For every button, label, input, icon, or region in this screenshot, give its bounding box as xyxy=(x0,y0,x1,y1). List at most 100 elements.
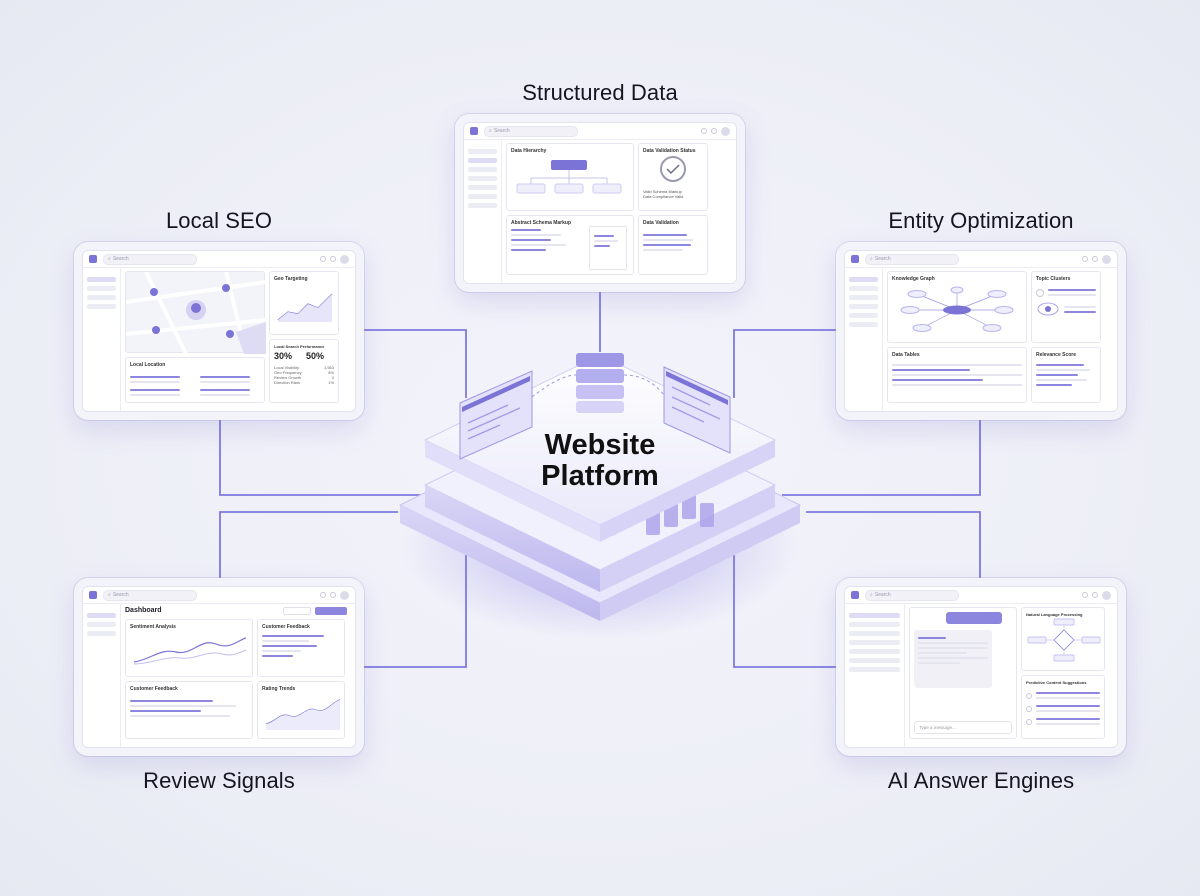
rating-trend-chart xyxy=(265,699,341,730)
bell-icon[interactable] xyxy=(330,256,336,262)
chat-input[interactable]: Type a message... xyxy=(914,721,1012,734)
panel-title: Data Tables xyxy=(892,352,920,358)
sidebar xyxy=(464,139,502,283)
avatar[interactable] xyxy=(340,254,349,264)
search-input[interactable]: ⌕Search xyxy=(484,125,578,137)
bell-icon[interactable] xyxy=(1092,256,1098,262)
wire-local-seo-1 xyxy=(350,329,467,398)
map-graphic xyxy=(125,271,267,355)
bell-icon[interactable] xyxy=(1092,592,1098,598)
customer-feedback-panel: Customer Feedback xyxy=(257,619,345,677)
ai-response-bubble xyxy=(914,630,992,688)
search-input[interactable]: ⌕Search xyxy=(103,589,197,601)
suggestion-icon xyxy=(1026,718,1032,725)
panel-title: Sentiment Analysis xyxy=(130,624,176,630)
stat-value: 50% xyxy=(306,351,325,361)
relevance-score-panel: Relevance Score xyxy=(1031,347,1101,403)
dashboard-title: Dashboard xyxy=(125,607,162,614)
settings-icon[interactable] xyxy=(1082,592,1088,598)
hierarchy-diagram xyxy=(516,160,622,194)
rating-trends-panel: Rating Trends xyxy=(257,681,345,739)
sidebar xyxy=(83,267,121,411)
knowledge-graph-panel: Knowledge Graph xyxy=(887,271,1027,343)
metric-value: 0 xyxy=(331,375,334,380)
platform-title-line2: Platform xyxy=(541,460,659,492)
avatar[interactable] xyxy=(1102,254,1111,264)
filter-button[interactable] xyxy=(283,607,311,615)
settings-icon[interactable] xyxy=(1082,256,1088,262)
panel-title: Customer Feedback xyxy=(130,686,178,692)
sidebar xyxy=(83,603,121,747)
settings-icon[interactable] xyxy=(320,592,326,598)
avatar[interactable] xyxy=(340,590,349,600)
wire-local-seo-2 xyxy=(219,418,420,496)
app-logo-icon xyxy=(89,591,97,599)
chat-panel: Type a message... xyxy=(909,607,1017,739)
panel-title: Rating Trends xyxy=(262,686,296,692)
export-button[interactable] xyxy=(315,607,347,615)
markup-preview xyxy=(589,226,627,270)
metric-value: 1,563 xyxy=(323,365,334,370)
search-input[interactable]: ⌕Search xyxy=(865,253,959,265)
search-input[interactable]: ⌕Search xyxy=(103,253,197,265)
label-entity-optimization: Entity Optimization xyxy=(888,208,1074,233)
metric-label: Geo Frequency xyxy=(274,370,302,375)
wire-review-1 xyxy=(219,511,398,583)
suggestion-icon xyxy=(1026,705,1032,712)
structured-data-card[interactable]: ⌕Search Data Hierarchy Data Validation S… xyxy=(455,114,745,292)
local-seo-card[interactable]: ⌕Search Geo Targeting Local Search Perfo… xyxy=(74,242,364,420)
search-input[interactable]: ⌕Search xyxy=(865,589,959,601)
sidebar xyxy=(845,603,905,747)
panel-title: Relevance Score xyxy=(1036,352,1077,358)
sidebar xyxy=(845,267,883,411)
entity-optimization-card[interactable]: ⌕Search Knowledge Graph Topic Clusters D… xyxy=(836,242,1126,420)
bell-icon[interactable] xyxy=(330,592,336,598)
nlp-panel: Natural Language Processing xyxy=(1021,607,1105,671)
metric-label: Local Visibility xyxy=(274,365,300,370)
search-icon: ⌕ xyxy=(489,127,492,134)
avatar[interactable] xyxy=(1102,590,1111,600)
review-signals-card[interactable]: ⌕Search Dashboard Sentiment Analysis Cus… xyxy=(74,578,364,756)
wire-entity-2 xyxy=(782,418,981,496)
schema-markup-panel: Abstract Schema Markup xyxy=(506,215,634,275)
user-message-bubble xyxy=(946,612,1002,624)
avatar[interactable] xyxy=(721,126,730,136)
bell-icon[interactable] xyxy=(711,128,717,134)
search-placeholder: Search xyxy=(874,255,891,262)
wire-entity-1 xyxy=(733,329,850,398)
app-logo-icon xyxy=(89,255,97,263)
check-circle-icon xyxy=(660,156,686,182)
app-logo-icon xyxy=(851,591,859,599)
label-local-seo: Local SEO xyxy=(165,208,273,233)
structured-data-screen: ⌕Search Data Hierarchy Data Validation S… xyxy=(463,122,737,284)
customer-feedback-list-panel: Customer Feedback xyxy=(125,681,253,739)
panel-title: Customer Feedback xyxy=(262,624,310,630)
search-icon: ⌕ xyxy=(870,255,873,262)
search-icon: ⌕ xyxy=(108,255,111,262)
platform-title: Website Platform xyxy=(541,430,659,492)
topic-clusters-panel: Topic Clusters xyxy=(1031,271,1101,343)
search-icon: ⌕ xyxy=(870,591,873,598)
settings-icon[interactable] xyxy=(701,128,707,134)
suggestion-icon xyxy=(1026,692,1032,699)
geo-targeting-chart xyxy=(277,293,333,322)
validation-status-panel: Data Validation Status Valid Schema Mark… xyxy=(638,143,708,211)
cluster-icon xyxy=(1036,288,1044,297)
panel-title: Abstract Schema Markup xyxy=(511,220,572,226)
ai-answer-engines-card[interactable]: ⌕Search Type a message... Natural Langua… xyxy=(836,578,1126,756)
nlp-flow-diagram xyxy=(1027,618,1101,662)
cluster-orbit-icon xyxy=(1037,302,1059,316)
metric-label: Direction Rank xyxy=(274,380,301,385)
panel-title: Data Validation xyxy=(643,220,679,226)
app-logo-icon xyxy=(851,255,859,263)
status-line: Valid Schema Markup xyxy=(643,189,682,194)
label-structured-data: Structured Data xyxy=(522,80,678,105)
map-panel[interactable] xyxy=(125,271,267,355)
data-tables-panel: Data Tables xyxy=(887,347,1027,403)
platform-graphic xyxy=(398,353,802,640)
search-placeholder: Search xyxy=(493,127,510,134)
panel-title: Natural Language Processing xyxy=(1026,612,1083,617)
search-placeholder: Search xyxy=(874,591,891,598)
label-ai-answer-engines: AI Answer Engines xyxy=(887,768,1075,793)
settings-icon[interactable] xyxy=(320,256,326,262)
